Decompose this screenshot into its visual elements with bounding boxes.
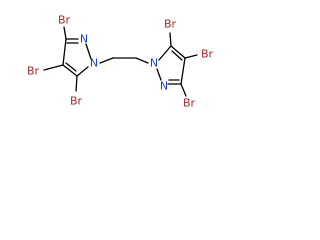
atom-n-right-ring: N [150,57,158,70]
bond-n1-c5-right [158,45,172,61]
bond-c4-c3-left [62,38,67,66]
bond-c5-br-left [75,75,78,92]
bond-c5-c4-right [170,45,186,59]
ethylene-linker [99,57,149,64]
bond-c4-br-right [184,54,198,59]
atom-br-right-top: Br [164,18,177,31]
bond-c5-c4-left-double [65,62,77,72]
bond-c5-br-right [169,32,172,47]
atom-n-right-bottom: N [160,80,168,93]
bond-c4-c3-right [180,57,186,85]
atom-n-left-ring: N [90,57,98,70]
bond-n2-n1-right [156,68,162,81]
atom-n-left-top: N [80,33,88,46]
bond-c3-br-left [63,26,67,40]
bond-c3-br-right [180,83,187,97]
bond-n1-c5-left [76,66,89,77]
left-pyrazole-ring [43,26,92,92]
bond-c5-c4-left [62,64,78,77]
bond-ch2-n1-right [135,57,149,64]
atom-br-right-bottom: Br [183,97,196,110]
bond-n1-ch2-left [99,57,114,64]
atom-br-left-side: Br [27,65,40,78]
bond-c5-c4-right-double [171,50,183,61]
bond-c4-br-left [43,64,64,71]
atom-br-left-top: Br [58,14,71,27]
atom-br-left-bottom: Br [70,95,83,108]
atom-br-right-side: Br [201,48,214,61]
molecule-structure: Br Br Br N N Br Br Br N N [27,14,214,110]
right-pyrazole-ring [156,32,198,97]
bond-n2-n1-left [85,43,92,60]
